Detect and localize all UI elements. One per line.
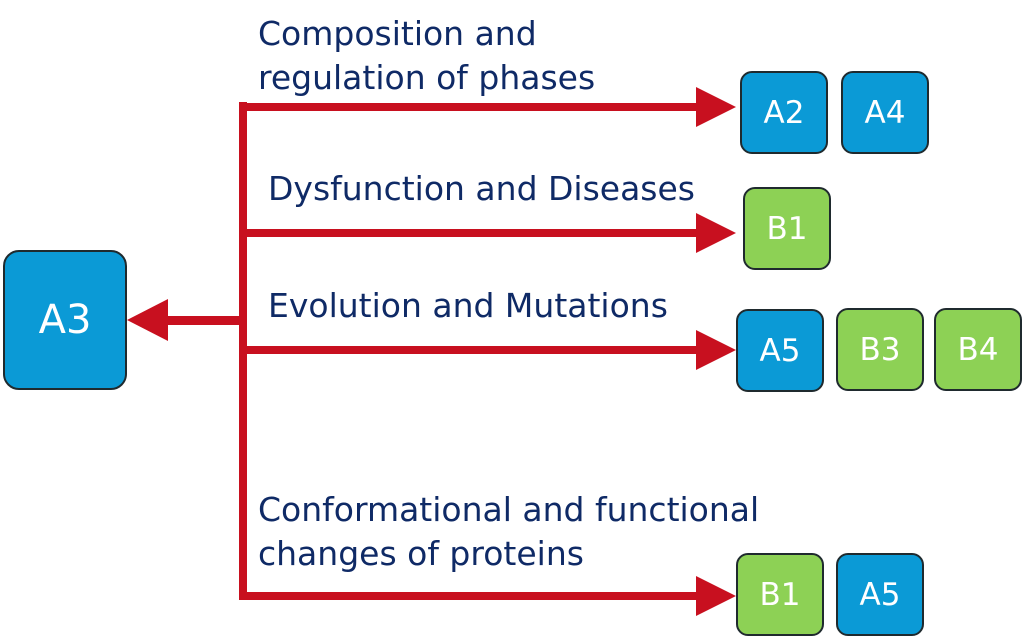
branch4-target-b1: B1 — [736, 553, 824, 636]
branch2-arrowhead — [696, 213, 736, 253]
branch2-arrow-shaft — [239, 229, 701, 237]
branch3-arrow-shaft — [239, 346, 701, 354]
branch3-arrowhead — [696, 330, 736, 370]
branch1-target-a2: A2 — [740, 71, 828, 154]
branch1-title-line2: regulation of phases — [258, 58, 596, 97]
source-arrow-shaft — [166, 316, 247, 325]
branch4-title-line2: changes of proteins — [258, 534, 584, 573]
branch1-title-line1: Composition and — [258, 14, 537, 53]
source-arrowhead — [127, 299, 168, 341]
source-node-a3: A3 — [3, 250, 127, 390]
branch3-title: Evolution and Mutations — [268, 286, 668, 325]
branch3-target-a5: A5 — [736, 309, 824, 392]
branch4-arrowhead — [696, 576, 736, 616]
branch1-target-a4: A4 — [841, 71, 929, 154]
branch4-arrow-shaft — [239, 592, 701, 600]
branch2-title: Dysfunction and Diseases — [268, 169, 695, 208]
branch2-target-b1: B1 — [743, 187, 831, 270]
branch3-target-b3: B3 — [836, 308, 924, 391]
branch4-title-line1: Conformational and functional — [258, 490, 760, 529]
branch1-arrowhead — [696, 87, 736, 127]
branch3-target-b4: B4 — [934, 308, 1022, 391]
branch1-arrow-shaft — [239, 103, 701, 111]
branch4-target-a5: A5 — [836, 553, 924, 636]
